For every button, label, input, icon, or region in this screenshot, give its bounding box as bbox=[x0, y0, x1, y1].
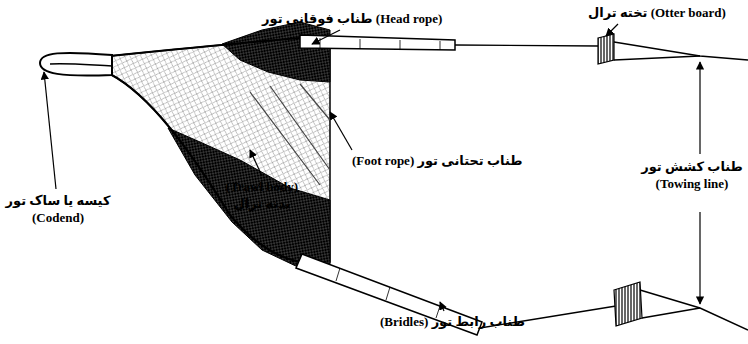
leader-line bbox=[44, 24, 700, 311]
trawl-net bbox=[110, 22, 330, 268]
net-wing bbox=[296, 35, 482, 335]
part-label: طناب فوقانی تور (Head rope) bbox=[262, 10, 442, 27]
towing-line bbox=[455, 42, 748, 330]
part-label: تخته ترال (Otter board) bbox=[588, 4, 726, 21]
part-label: (Bridles) طناب رابط تور bbox=[380, 313, 525, 330]
codend-bag bbox=[40, 53, 112, 76]
part-label: (Trawl body) بدنه ترال bbox=[212, 178, 312, 212]
part-label: کیسه یا ساک تور (Codend) bbox=[2, 192, 114, 226]
part-label: (Foot rope) طناب تحتانی تور bbox=[352, 152, 522, 169]
otter-board bbox=[598, 34, 642, 326]
part-label: طناب کشش تور (Towing line) bbox=[640, 158, 744, 192]
